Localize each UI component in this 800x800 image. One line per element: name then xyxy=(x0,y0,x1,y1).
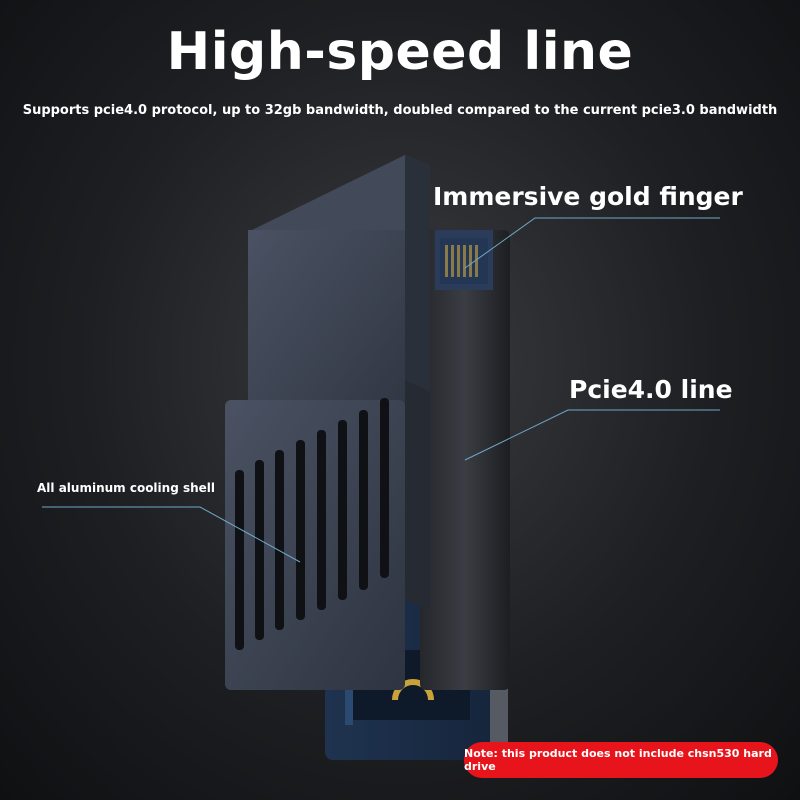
cooling-shell-leader-line xyxy=(42,506,301,563)
cooling-fins xyxy=(235,398,389,650)
pcie-line-leader-line xyxy=(464,409,720,461)
leader-lines xyxy=(42,217,720,563)
aluminum-shell xyxy=(225,155,430,690)
note-badge: Note: this product does not include chsn… xyxy=(464,742,778,778)
page-subtitle: Supports pcie4.0 protocol, up to 32gb ba… xyxy=(22,103,778,118)
note-text: Note: this product does not include chsn… xyxy=(464,747,772,773)
gold-finger-label: Immersive gold finger xyxy=(433,182,743,211)
gold-finger-leader-line xyxy=(464,217,720,269)
gold-finger-contacts xyxy=(440,238,488,284)
cooling-shell-label: All aluminum cooling shell xyxy=(37,481,216,495)
pcie-line-label: Pcie4.0 line xyxy=(569,375,733,404)
page-title: High-speed line xyxy=(166,22,634,82)
